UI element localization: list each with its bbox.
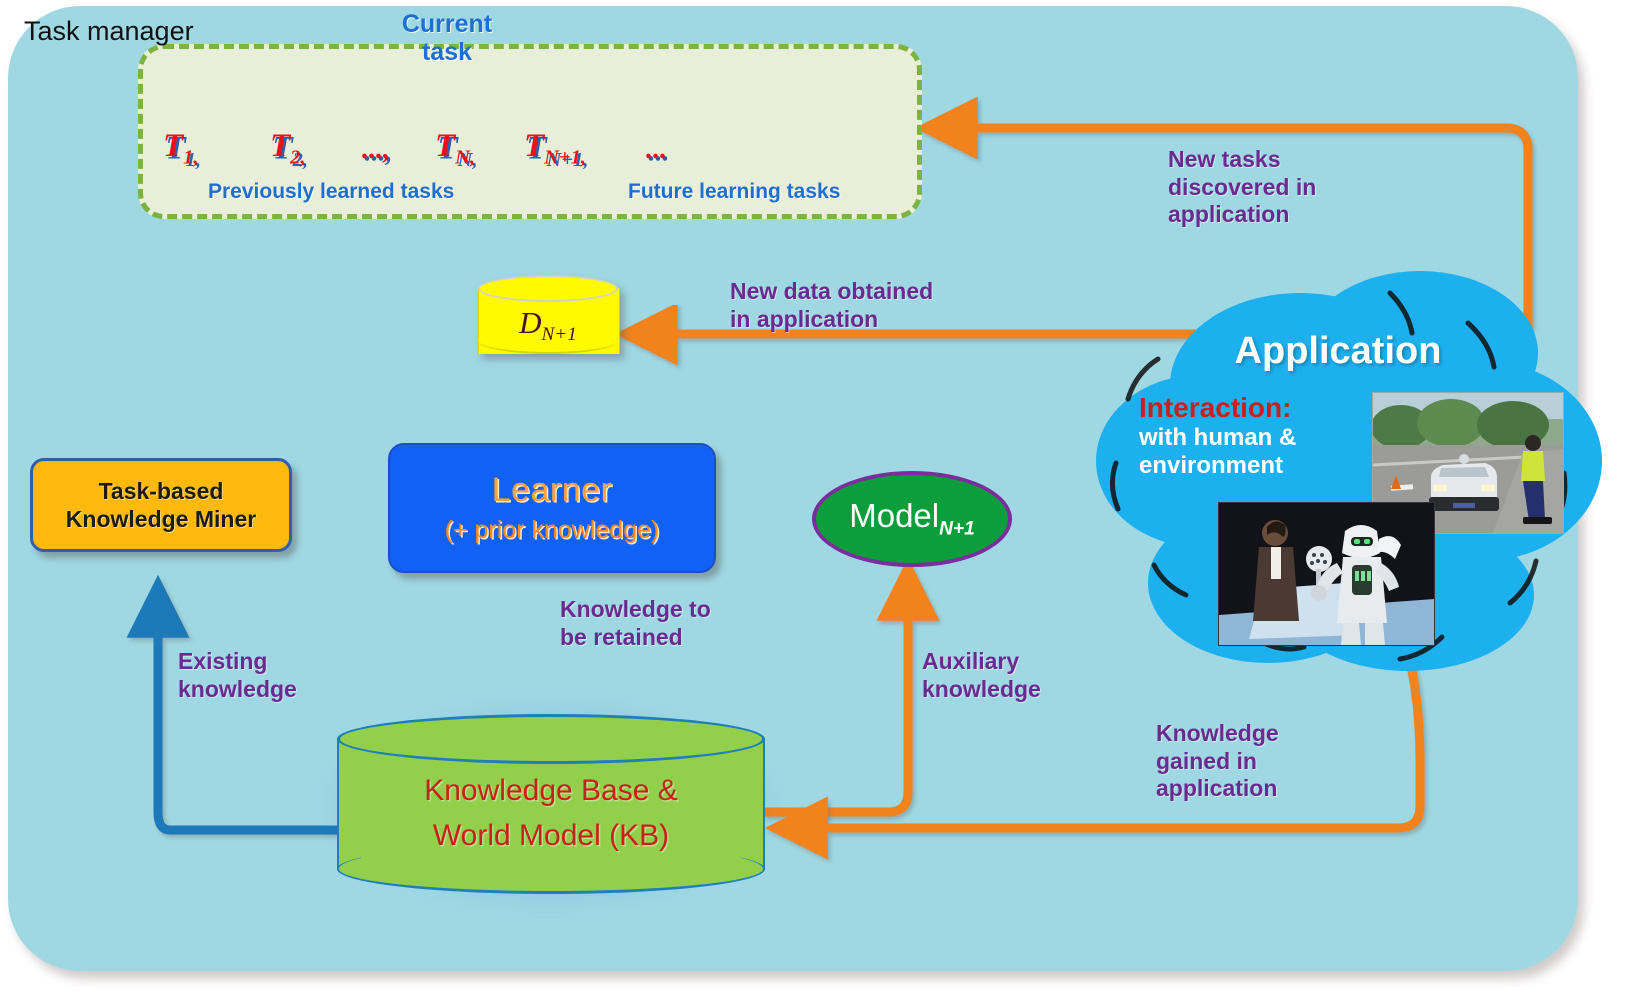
caption-gained-l3: application: [1156, 775, 1278, 802]
task-label-2: T2,: [270, 128, 306, 169]
application-title: Application: [1234, 330, 1442, 372]
knowledge-base-cylinder[interactable]: Knowledge Base & World Model (KB): [323, 700, 779, 910]
kb-line-1: Knowledge Base &: [424, 774, 678, 807]
interaction-label-group: Interaction: with human & environment: [1139, 392, 1329, 480]
dataset-cylinder-top: [478, 275, 618, 302]
kb-line-2: World Model (KB): [432, 819, 670, 852]
caption-new-data-l2: in application: [730, 305, 879, 332]
caption-retained-l1: Knowledge to: [560, 596, 711, 622]
learner-title: Learner: [491, 471, 613, 509]
task-label-ellipsis-2: ...: [646, 134, 667, 165]
current-task-line1: Current: [401, 10, 493, 38]
caption-new-data-l1: New data obtained: [730, 278, 934, 304]
caption-gained-l1: Knowledge: [1156, 720, 1279, 746]
caption-new-tasks: New tasks discovered in application: [1168, 146, 1316, 229]
task-based-knowledge-miner-node[interactable]: Task-based Knowledge Miner: [30, 458, 292, 552]
caption-auxiliary-l2: knowledge: [922, 675, 1041, 702]
model-node[interactable]: ModelN+1: [812, 471, 1012, 567]
dataset-label: DN+1: [519, 305, 577, 346]
caption-existing-l1: Existing: [178, 648, 268, 674]
kb-label: Knowledge Base & World Model (KB): [337, 768, 765, 858]
current-task-line2: task: [421, 38, 473, 66]
caption-new-tasks-l2: discovered in: [1168, 173, 1317, 200]
caption-gained-l2: gained in: [1156, 747, 1257, 774]
miner-line-1: Task-based: [98, 477, 224, 504]
humanoid-robot-and-presenter-photo: [1218, 502, 1435, 646]
caption-knowledge-gained: Knowledge gained in application: [1156, 720, 1279, 803]
caption-new-tasks-l3: application: [1168, 201, 1290, 228]
caption-retained-l2: be retained: [560, 623, 683, 650]
caption-new-data: New data obtained in application: [730, 278, 933, 333]
caption-knowledge-retained: Knowledge to be retained: [560, 596, 711, 651]
kb-cylinder-bottom: [337, 844, 765, 894]
task-label-ellipsis-1: ...,: [362, 134, 390, 165]
task-label-1: T1,: [163, 128, 199, 169]
task-caption-future: Future learning tasks: [628, 180, 841, 203]
interaction-line-2: environment: [1139, 452, 1284, 480]
interaction-heading: Interaction:: [1139, 392, 1292, 423]
task-label-n: TN,: [435, 128, 476, 169]
caption-auxiliary-knowledge: Auxiliary knowledge: [922, 648, 1041, 703]
model-label: ModelN+1: [849, 497, 975, 540]
learner-node[interactable]: Learner (+ prior knowledge): [388, 443, 716, 573]
task-caption-previous: Previously learned tasks: [208, 180, 455, 203]
miner-line-2: Knowledge Miner: [65, 506, 257, 532]
caption-new-tasks-l1: New tasks: [1168, 146, 1281, 172]
interaction-line-1: with human &: [1139, 424, 1297, 452]
learner-subtitle: (+ prior knowledge): [444, 516, 660, 544]
caption-auxiliary-l1: Auxiliary: [922, 648, 1020, 674]
kb-cylinder-top: [337, 714, 765, 764]
caption-existing-l2: knowledge: [178, 675, 297, 702]
dataset-cylinder-bottom: [478, 327, 618, 354]
caption-existing-knowledge: Existing knowledge: [178, 648, 297, 703]
task-manager-title: Task manager: [24, 16, 194, 46]
task-manager-box: [138, 44, 922, 219]
dataset-cylinder: DN+1: [478, 275, 620, 367]
task-label-n-plus-1: TN+1,: [524, 128, 586, 169]
